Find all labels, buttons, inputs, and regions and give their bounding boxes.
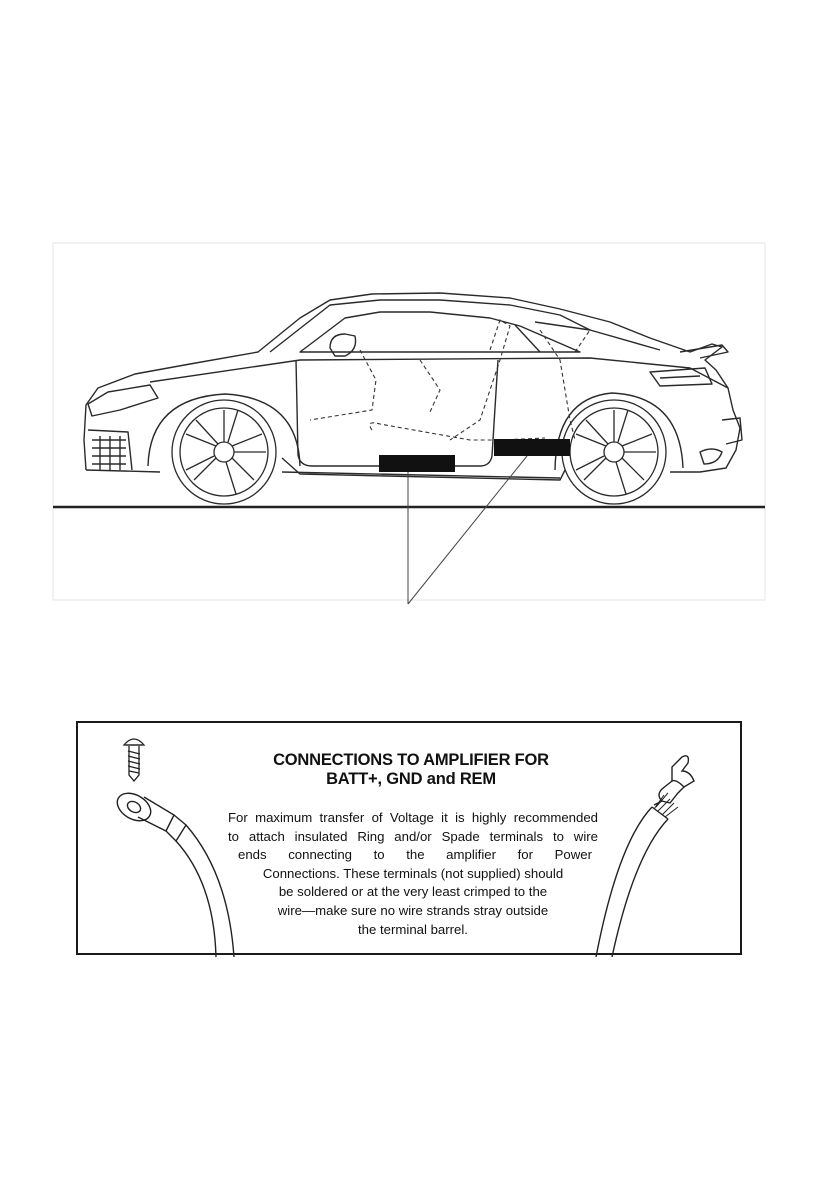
- car-side-view-illustration: [52, 242, 766, 605]
- panel-title-line-2: BATT+, GND and REM: [326, 770, 496, 788]
- car-body: [83, 292, 743, 481]
- body-line: to attach insulated Ring and/or Spade te…: [228, 828, 598, 844]
- panel-title-line-1: CONNECTIONS TO AMPLIFIER FOR: [273, 751, 549, 769]
- front-wheel: [171, 399, 277, 505]
- ring-terminal-icon: [116, 792, 235, 957]
- illustration-frame: [52, 242, 766, 601]
- amplifier-connections-panel: CONNECTIONS TO AMPLIFIER FOR BATT+, GND …: [76, 721, 742, 957]
- panel-body-text: For maximum transfer of Voltage it is hi…: [228, 809, 598, 939]
- body-line: ends connecting to the amplifier for Pow…: [238, 847, 592, 863]
- amplifier-location-marker-seat: [379, 455, 455, 472]
- spade-terminal-icon: [653, 755, 695, 806]
- screw-icon: [122, 738, 146, 783]
- body-line: wire—make sure no wire strands stray out…: [277, 902, 549, 918]
- body-line: the terminal barrel.: [358, 921, 468, 937]
- body-line: Connections. These terminals (not suppli…: [262, 865, 564, 881]
- amplifier-location-marker-rear: [494, 439, 570, 456]
- body-line: For maximum transfer of Voltage it is hi…: [228, 810, 598, 825]
- rear-wheel: [561, 399, 667, 505]
- leader-lines: [407, 455, 528, 605]
- interior-dashed-outline: [309, 319, 591, 441]
- stripped-wire-icon: [595, 792, 679, 957]
- body-line: be soldered or at the very least crimped…: [278, 884, 548, 900]
- terminal-illustrations: [116, 738, 695, 957]
